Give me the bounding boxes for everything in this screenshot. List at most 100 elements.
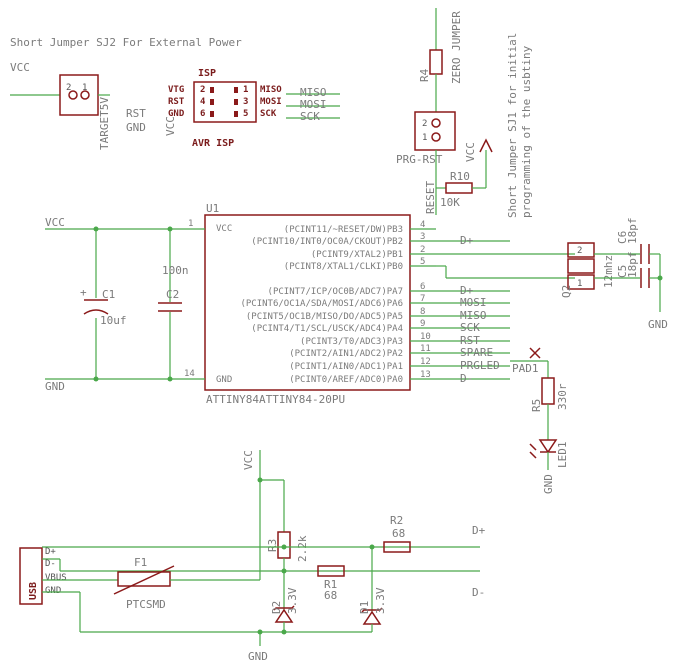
q2-pad [567,274,595,290]
no-connect-icon [529,347,541,359]
u1-pin-num: 7 [420,294,425,304]
u1-pin-num: 5 [420,257,425,267]
led1-icon [538,439,558,454]
isp-pin-rst: RST [168,97,185,107]
u1-pin-name: (PCINT4/T1/SCL/USCK/ADC4)PA4 [251,324,403,334]
pad1-label: PAD1 [512,362,539,375]
vcc-top-label: VCC [10,61,30,74]
gnd-left-label: GND [45,380,65,393]
u1-net-label: MISO [460,309,487,322]
u1-pin-num: 2 [420,245,425,255]
isp-num: 6 [200,109,205,119]
c5-value: 18pf [626,252,639,279]
u1-pin-name: (PCINT9/XTAL2)PB1 [311,250,403,260]
side-note-2: programming of the usbtiny [520,45,533,218]
r10-label: R10 [450,170,470,183]
u1-pin-name: (PCINT11/~RESET/DW)PB3 [284,225,403,235]
gnd-label: GND [126,121,146,134]
usb-label: USB [28,582,39,600]
u1-pin-name: (PCINT8/XTAL1/CLKI)PB0 [284,262,403,272]
f1-value: PTCSMD [126,598,166,611]
c1-value: 10uf [100,314,127,327]
svg-text:+: + [80,286,87,299]
r5-value: 330r [556,383,569,410]
vcc-left-label: VCC [45,216,65,229]
u1-pin-num: 12 [420,357,431,367]
reset-net: RESET [424,181,437,214]
q2-label: Q2 [560,285,573,298]
r1-value: 68 [324,589,337,602]
u1-net-label: SCK [460,321,480,334]
isp-connector[interactable] [193,81,257,123]
r3-label: R3 [266,539,279,552]
r2-label: R2 [390,514,403,527]
f1-fuse [117,571,171,587]
u1-ref: U1 [206,202,219,215]
d1-value: 3.3V [374,587,387,614]
c2-label: C2 [166,288,179,301]
u1-pin-num: 4 [420,220,425,230]
u1-net-label: D- [460,372,473,385]
dminus-label: D- [472,586,485,599]
usb-pin-dminus: D- [45,559,56,569]
r5-label: R5 [530,399,543,412]
isp-pin-gnd: GND [168,109,185,119]
svg-text:2: 2 [577,246,582,256]
u1-pin-name: (PCINT1/AIN0/ADC1)PA1 [289,362,403,372]
u1-pin-num: 1 [188,219,193,229]
isp-pin-mosi: MOSI [260,97,282,107]
u1-pin-vcc: VCC [216,224,232,234]
prg-rst-label: PRG-RST [396,153,443,166]
isp-pin-miso: MISO [260,85,282,95]
u1-net-label: PRGLED [460,359,500,372]
c1-label: C1 [102,288,115,301]
u1-pin-num: 6 [420,282,425,292]
dplus-label: D+ [472,524,486,537]
r2-resistor [383,541,411,553]
gnd-led-label: GND [542,474,555,494]
led1-label: LED1 [556,442,569,469]
usb-pin-dplus: D+ [45,547,56,557]
u1-part: ATTINY84ATTINY84-20PU [206,393,345,406]
jumper-pad [68,90,78,100]
u1-pin-name: (PCINT3/T0/ADC3)PA3 [300,337,403,347]
u1-pin-name: (PCINT7/ICP/OC0B/ADC7)PA7 [268,287,403,297]
u1-pin-name: (PCINT6/OC1A/SDA/MOSI/ADC6)PA6 [240,299,403,309]
u1-net-label: MOSI [460,296,487,309]
usb-pin-vbus: VBUS [45,573,67,583]
net-mosi: MOSI [300,98,327,111]
net-sck: SCK [300,110,320,123]
svg-text:1: 1 [577,279,582,289]
usb-pin-gnd: GND [45,586,61,596]
vcc-prg-label: VCC [464,142,477,162]
q2-value: 12mhz [602,255,615,288]
r1-label: R1 [324,578,337,591]
u1-pin-num: 10 [420,332,431,342]
isp-pin-sck: SCK [260,109,277,119]
prg-rst-jumper[interactable] [414,111,456,151]
isp-num: 1 [243,85,248,95]
header-note: Short Jumper SJ2 For External Power [10,36,242,49]
r4-resistor [429,49,443,75]
target5v-jumper[interactable] [59,74,99,116]
c6-label: C6 [616,231,629,244]
u1-net-label: D+ [460,284,474,297]
isp-pin-vtg: VTG [168,85,184,95]
jumper-pin-label: 1 [82,83,87,93]
svg-text:1: 1 [422,133,427,143]
r10-resistor [445,182,473,194]
usb-connector[interactable] [19,547,43,605]
u1-net-label: RST [460,334,480,347]
vcc-lower-label: VCC [242,450,255,470]
u1-pin-num: 8 [420,307,425,317]
isp-title: ISP [198,68,216,79]
isp-num: 3 [243,97,248,107]
d2-value: 3.3V [286,587,299,614]
jumper-pad [80,90,90,100]
r5-resistor [541,377,555,405]
side-note-1: Short Jumper SJ1 for initial [506,33,519,218]
jumper-pin-label: 2 [66,83,71,93]
r1-resistor [317,565,345,577]
